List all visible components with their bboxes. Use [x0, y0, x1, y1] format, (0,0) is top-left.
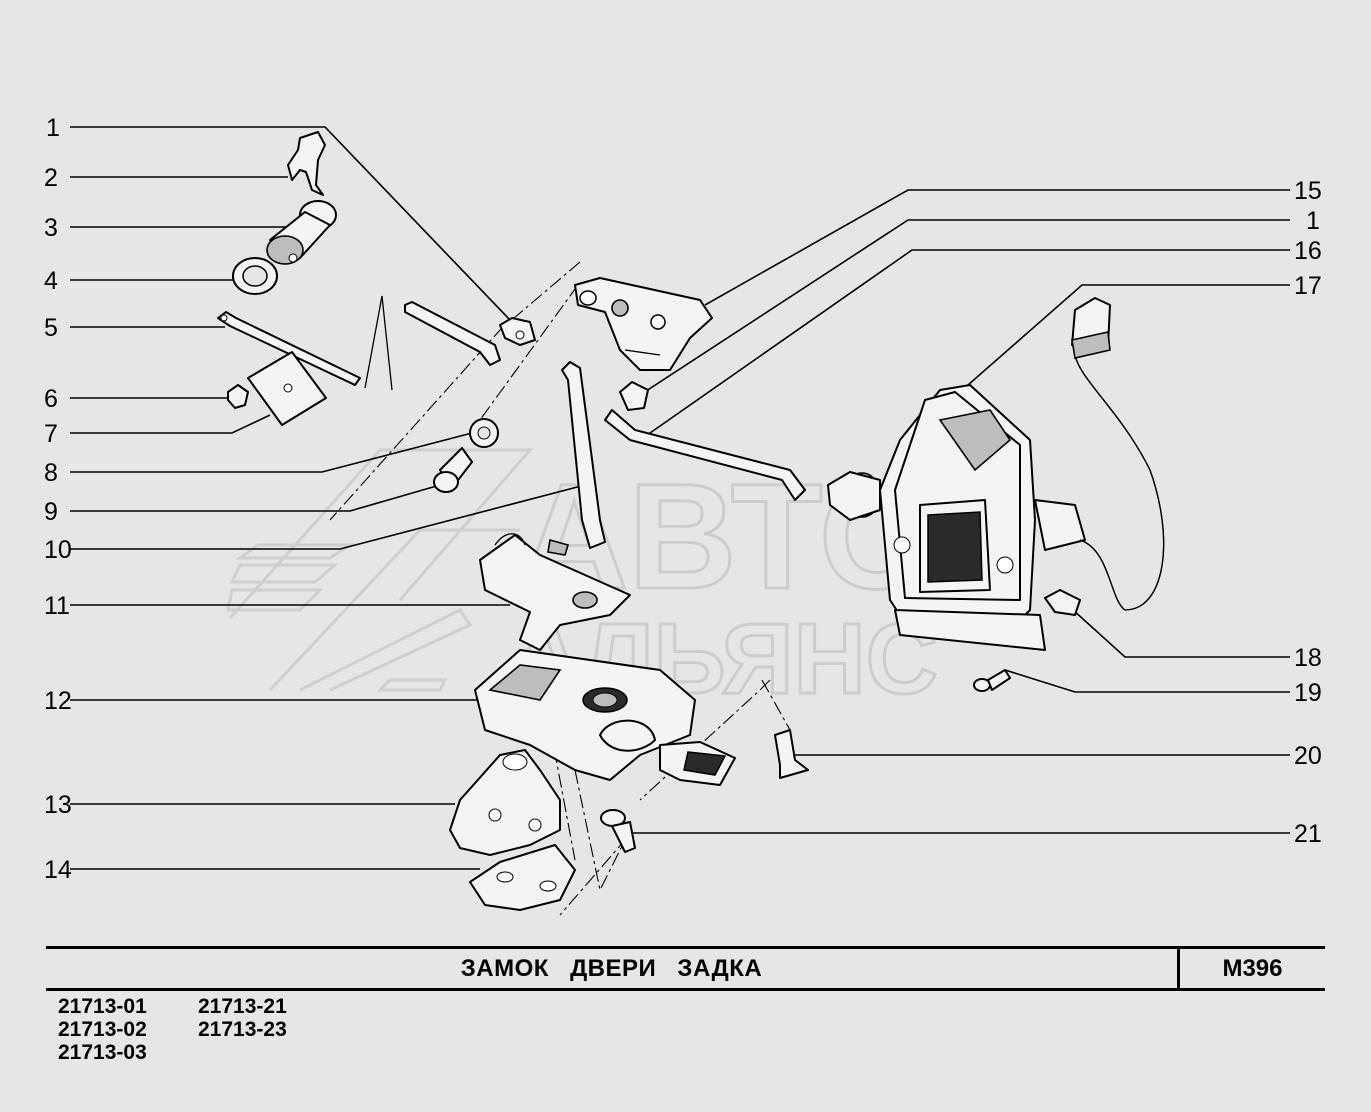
rod-clip-part	[499, 317, 536, 346]
cable-bracket-part	[1044, 589, 1081, 616]
title-rule-top	[46, 946, 1325, 949]
callout-1-right: 1	[1306, 207, 1320, 235]
lock-cylinder-part	[266, 200, 337, 265]
diagram-title: ЗАМОК ДВЕРИ ЗАДКА	[460, 955, 763, 982]
model-number: 21713-23	[198, 1018, 287, 1041]
callout-2: 2	[44, 164, 58, 192]
door-lock-actuator-part	[827, 384, 1086, 651]
lock-rod-part	[217, 295, 501, 391]
callout-15: 15	[1294, 177, 1322, 205]
lever-bracket-part	[574, 277, 713, 371]
title-rule-bottom	[46, 988, 1325, 991]
callout-8: 8	[44, 459, 58, 487]
callout-1: 1	[46, 114, 60, 142]
self-tapping-screw-part	[973, 669, 1011, 692]
bolt-part	[433, 447, 473, 493]
lock-body-part	[474, 649, 736, 786]
callout-6: 6	[44, 385, 58, 413]
striker-part	[449, 749, 561, 856]
model-number: 21713-01	[58, 995, 147, 1018]
callout-numbers-right: 15 1 16 17 18 19 20 21	[1294, 177, 1322, 848]
title-divider	[1177, 946, 1180, 991]
callout-10: 10	[44, 536, 72, 564]
callout-4: 4	[44, 267, 58, 295]
seal-pad-part	[247, 351, 327, 426]
model-number: 21713-03	[58, 1041, 147, 1064]
callout-14: 14	[44, 856, 72, 884]
diagram-code: М396	[1222, 955, 1283, 982]
model-number: 21713-21	[198, 995, 287, 1018]
callout-17: 17	[1294, 272, 1322, 300]
link-rod-part	[561, 361, 606, 549]
release-lever-part	[479, 533, 631, 651]
callout-9: 9	[44, 498, 58, 526]
long-rod-part	[604, 409, 806, 501]
small-clip-part	[227, 384, 249, 409]
callout-18: 18	[1294, 644, 1322, 672]
callout-16: 16	[1294, 237, 1322, 265]
callout-19: 19	[1294, 679, 1322, 707]
callout-7: 7	[44, 420, 58, 448]
toothed-washer-part	[469, 418, 499, 448]
callout-numbers-left: 1 2 3 4 5 6 7 8 9 10 11 12 13 14	[44, 114, 72, 884]
actuator-cable-part	[1071, 297, 1165, 611]
callout-3: 3	[44, 214, 58, 242]
model-number: 21713-02	[58, 1018, 147, 1041]
callout-21: 21	[1294, 820, 1322, 848]
countersunk-bolt-part	[774, 729, 809, 779]
spring-clip-part	[287, 131, 326, 196]
leader-lines	[70, 126, 1290, 870]
callout-13: 13	[44, 791, 72, 819]
screw-part	[600, 809, 636, 853]
callout-12: 12	[44, 687, 72, 715]
gasket-ring-part	[232, 257, 278, 295]
striker-plate-part	[469, 844, 576, 911]
callout-5: 5	[44, 314, 58, 342]
callout-20: 20	[1294, 742, 1322, 770]
callout-11: 11	[44, 592, 70, 620]
rod-clip-right-part	[619, 381, 649, 411]
